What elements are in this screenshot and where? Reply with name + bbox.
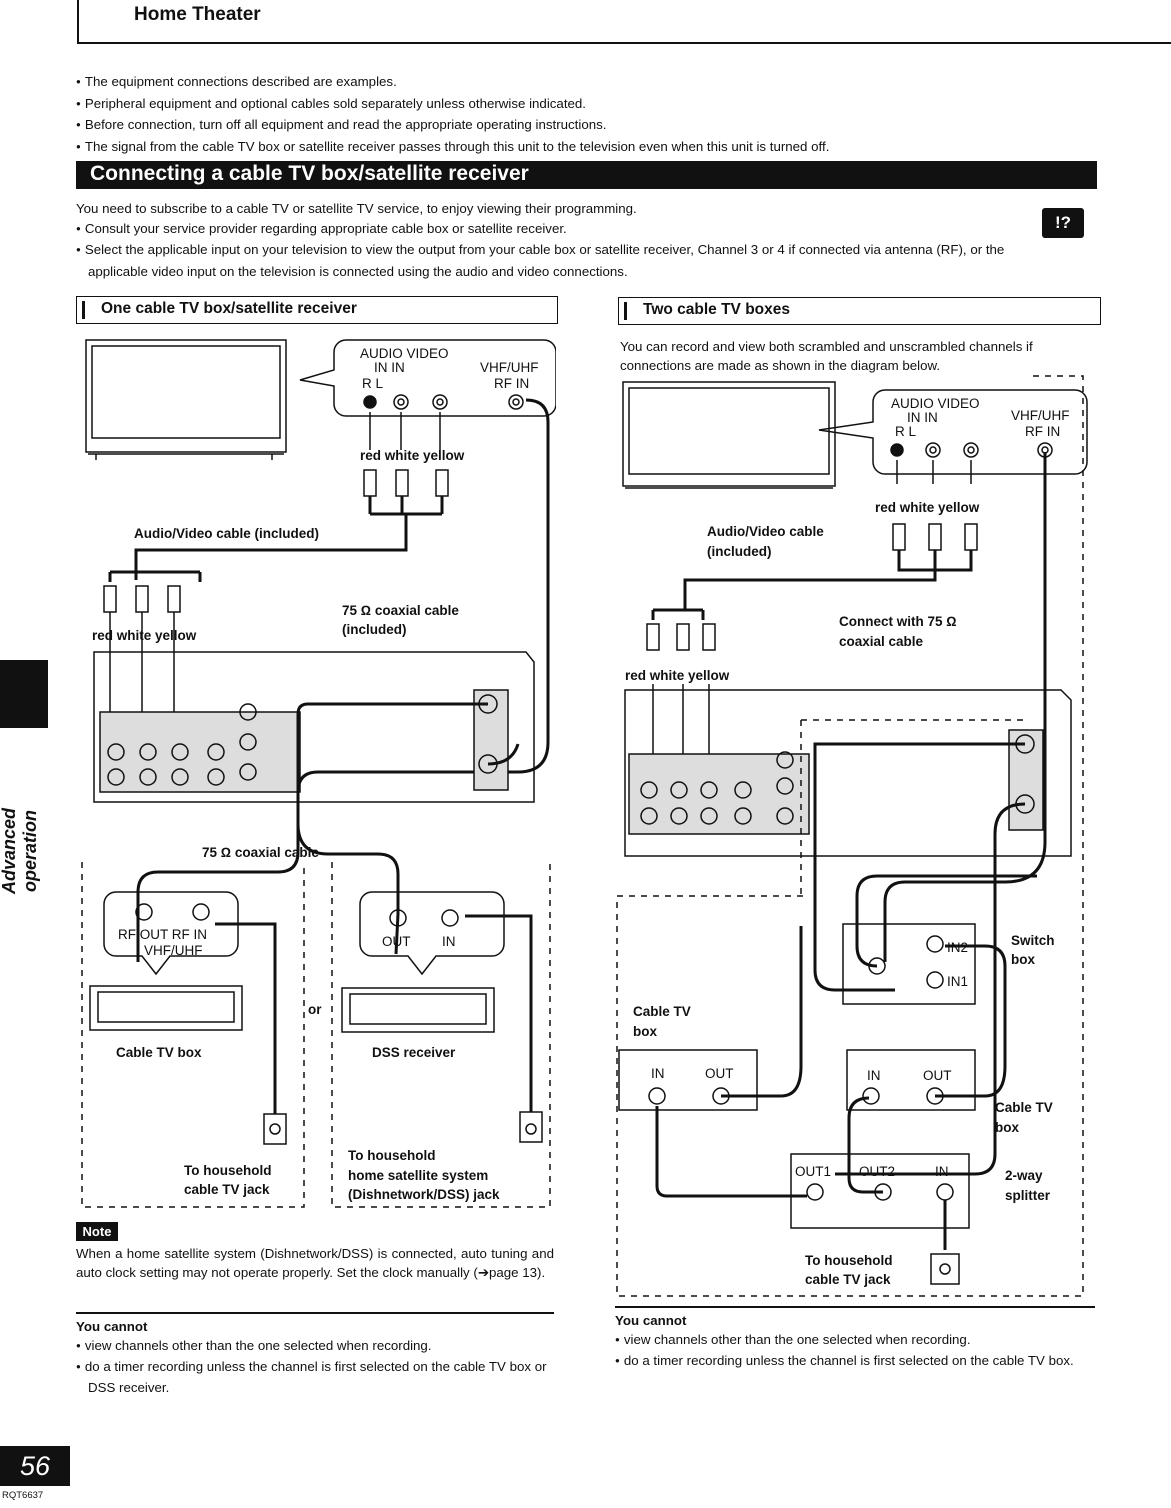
dish-jack-label: (Dishnetwork/DSS) jack [348,1187,500,1202]
cannot-title: You cannot [615,1312,687,1328]
top-plug-colors: red white yellow [360,448,465,463]
splitter-label: splitter [1005,1188,1051,1203]
cable-tv-left-label: Cable TV [633,1004,691,1019]
header-rule [77,42,1171,44]
side-tab-marker [0,660,48,728]
right-box-in: IN [867,1068,881,1083]
side-tab-text: Advanced operation [0,807,40,895]
to-household-cable: To household [184,1163,272,1178]
right-cannot-block: You cannot view channels other than the … [615,1306,1095,1372]
cable-tv-box-label: Cable TV box [116,1045,202,1060]
cannot-item: view channels other than the one selecte… [615,1330,1095,1351]
to-household-label: To household [805,1253,893,1268]
switch-label: Switch [1011,933,1055,948]
av-cable-label: Audio/Video cable [707,524,824,539]
tv-rfin-label: RF IN [494,376,529,391]
intro-bullet: Consult your service provider regarding … [76,219,1036,241]
section-banner: Connecting a cable TV box/satellite rece… [76,161,1097,189]
home-satellite-label: home satellite system [348,1168,488,1183]
bottom-plug-colors: red white yellow [625,668,730,683]
intro-bullet: Select the applicable input on your tele… [76,240,1036,281]
cable-tv-right-box: box [995,1120,1019,1135]
splitter-out1: OUT1 [795,1164,831,1179]
note-badge: Note [76,1222,118,1241]
coax-lower-label: 75 Ω coaxial cable [202,845,319,860]
left-box-out: OUT [705,1066,734,1081]
right-connection-diagram: AUDIO VIDEO IN IN R L VHF/UHF RF IN red … [616,375,1088,1297]
left-subheading-text: One cable TV box/satellite receiver [101,300,357,317]
tv-rl-label: R L [895,424,917,439]
av-included-label: (included) [707,544,772,559]
dss-out-label: OUT [382,934,411,949]
tv-rl-label: R L [362,376,384,391]
in2-label: IN2 [947,940,968,955]
tv-audio-video-label: AUDIO VIDEO [891,396,980,411]
page-title: Home Theater [134,4,261,25]
section-title: Connecting a cable TV box/satellite rece… [90,162,529,185]
tv-icon [85,339,287,453]
two-way-label: 2-way [1005,1168,1043,1183]
header-bar [77,0,79,44]
switch-box-label: box [1011,952,1035,967]
cable-tv-left-box: box [633,1024,657,1039]
reference-book-icon: !? [1042,208,1084,238]
av-cable-label: Audio/Video cable (included) [134,526,319,541]
tv-in-label: IN IN [374,360,405,375]
note-item: Peripheral equipment and optional cables… [76,94,1096,116]
tv-icon [622,381,836,487]
note-text: When a home satellite system (Dishnetwor… [76,1246,554,1280]
splitter-in: IN [935,1164,949,1179]
cannot-item: do a timer recording unless the channel … [615,1351,1095,1372]
cable-tv-right-label: Cable TV [995,1100,1053,1115]
left-connection-diagram: AUDIO VIDEO IN IN R L VHF/UHF RF IN red … [81,339,556,1208]
tv-vhf-label: VHF/UHF [480,360,539,375]
document-code: RQT6637 [2,1490,44,1501]
to-household-sat: To household [348,1148,436,1163]
tv-in-label: IN IN [907,410,938,425]
cannot-title: You cannot [76,1318,148,1334]
connect-75-label: Connect with 75 Ω [839,614,957,629]
bottom-plug-colors: red white yellow [92,628,197,643]
vhf-uhf-label: VHF/UHF [144,943,203,958]
page-number: 56 [0,1446,70,1486]
cable-tv-jack-label: cable TV jack [184,1182,270,1197]
dss-in-label: IN [442,934,456,949]
left-subheading: One cable TV box/satellite receiver [76,296,558,324]
dss-receiver-label: DSS receiver [372,1045,456,1060]
rf-out-in-label: RF OUT RF IN [118,927,207,942]
coax-cable-label: coaxial cable [839,634,924,649]
right-intro: You can record and view both scrambled a… [620,339,1033,373]
cable-tv-jack-label: cable TV jack [805,1272,891,1287]
right-subheading: Two cable TV boxes [618,297,1101,325]
coax-included-label: (included) [342,622,407,637]
note-item: The signal from the cable TV box or sate… [76,137,1096,159]
coax-label: 75 Ω coaxial cable [342,603,459,618]
left-cannot-block: You cannot view channels other than the … [76,1312,554,1397]
right-subheading-text: Two cable TV boxes [643,301,791,318]
cannot-item: view channels other than the one selecte… [76,1336,554,1357]
in1-label: IN1 [947,974,968,989]
general-notes: The equipment connections described are … [76,72,1096,158]
note-item: The equipment connections described are … [76,72,1096,94]
section-intro: You need to subscribe to a cable TV or s… [76,199,1036,281]
tv-vhf-label: VHF/UHF [1011,408,1070,423]
splitter-out2: OUT2 [859,1164,895,1179]
left-box-in: IN [651,1066,665,1081]
cannot-item: do a timer recording unless the channel … [76,1357,554,1397]
top-plug-colors: red white yellow [875,500,980,515]
tv-rfin-label: RF IN [1025,424,1060,439]
or-label: or [308,1002,322,1017]
right-box-out: OUT [923,1068,952,1083]
tv-audio-video-label: AUDIO VIDEO [360,346,449,361]
note-item: Before connection, turn off all equipmen… [76,115,1096,137]
intro-text: You need to subscribe to a cable TV or s… [76,201,637,216]
